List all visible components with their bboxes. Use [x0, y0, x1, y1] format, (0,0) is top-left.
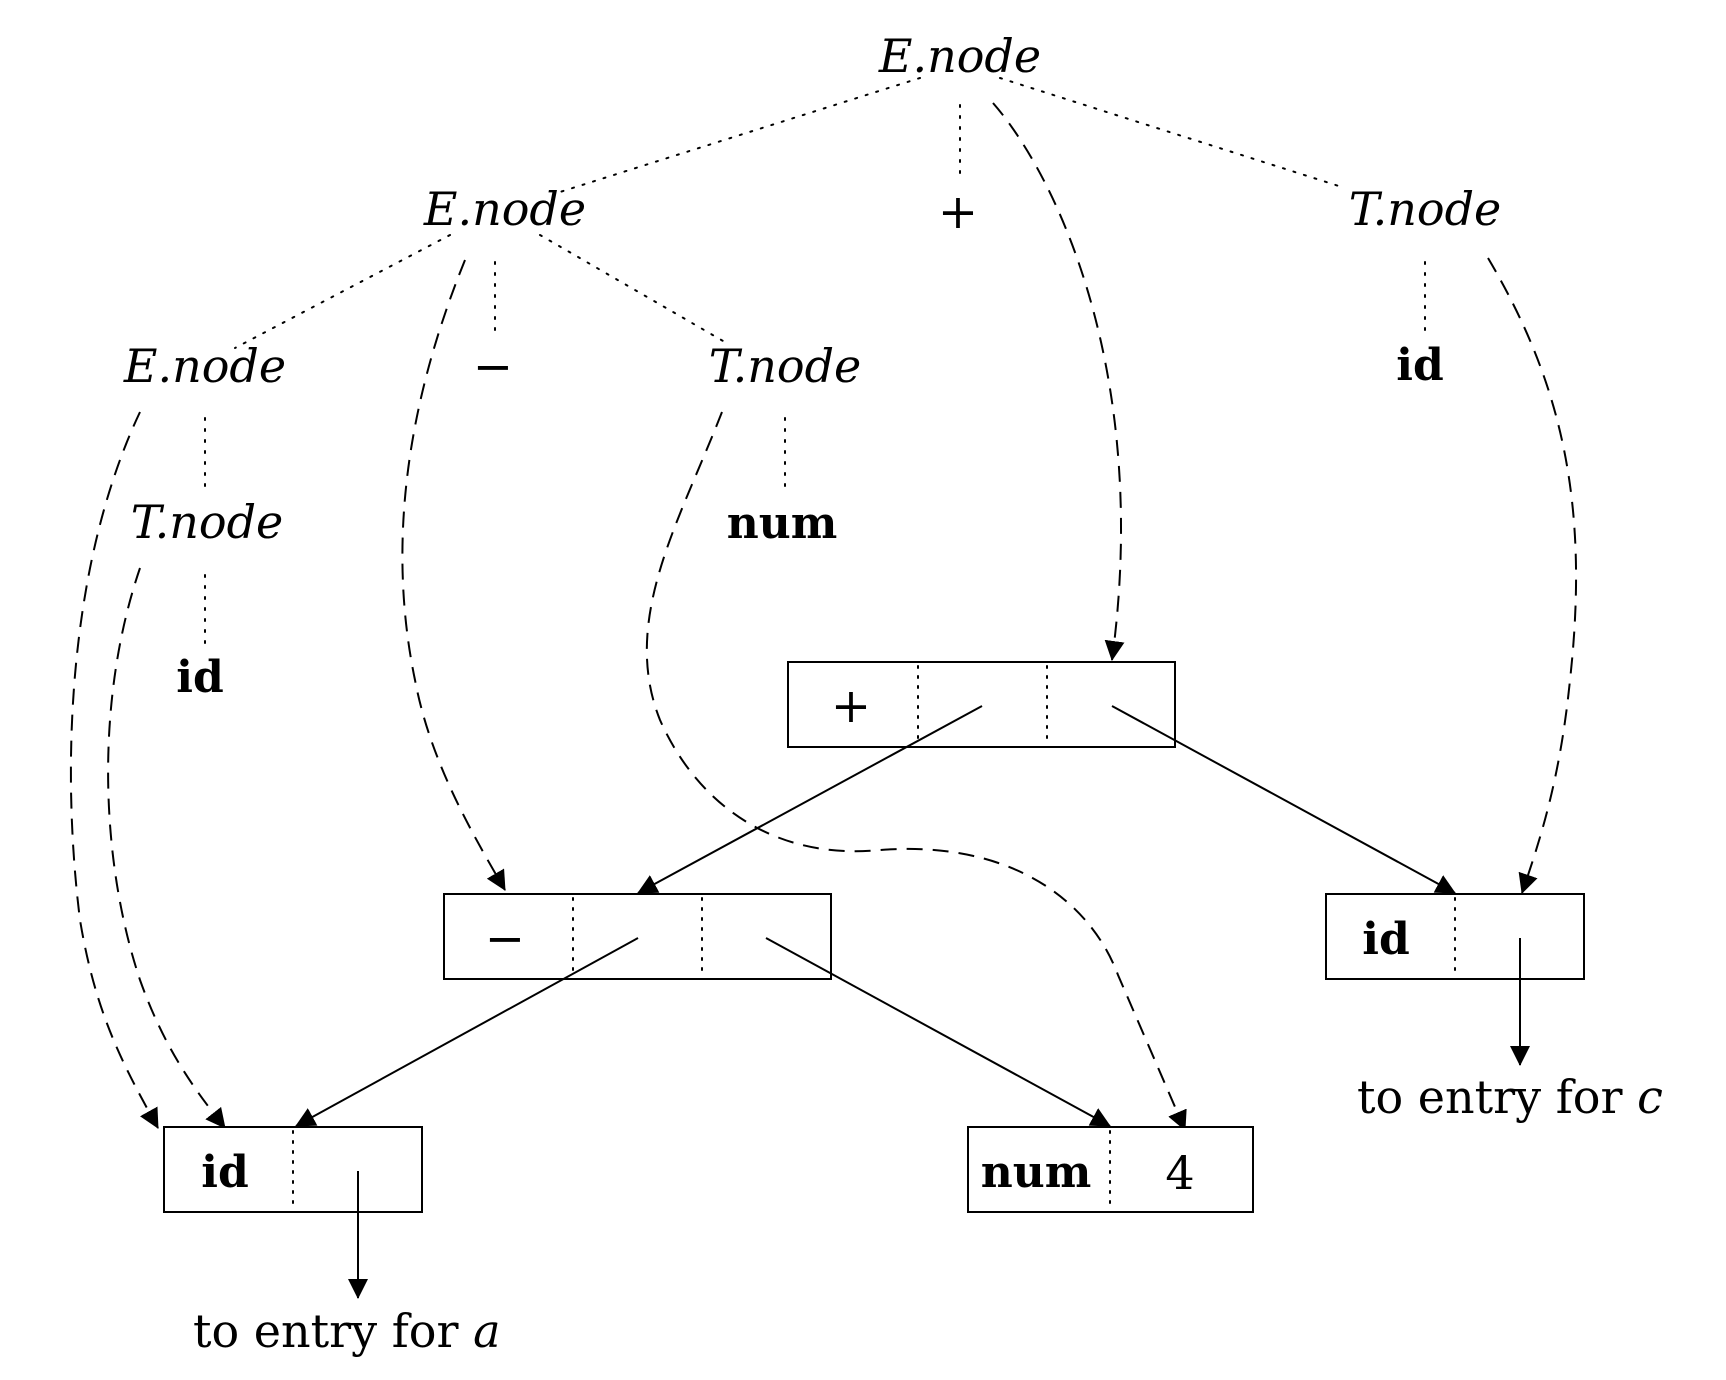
entry-c-note: to entry for c	[1357, 1070, 1663, 1124]
arrow-minus-to-num	[765, 937, 1111, 1127]
num-node: num 4	[967, 1126, 1254, 1213]
edge-e-to-e	[234, 234, 451, 349]
arrow-plus-to-id-c	[1111, 705, 1456, 894]
l1-t-node: T.node	[1349, 182, 1502, 236]
edge-root-to-t	[999, 77, 1346, 189]
dash-e-to-minus-node	[401, 259, 506, 891]
l2-id: id	[1396, 340, 1443, 391]
dash-t-to-id-a	[107, 567, 226, 1129]
parse-tree-labels: E.node E.node + T.node E.node − T.node i…	[123, 29, 1501, 703]
l2-minus: −	[473, 339, 513, 395]
plus-node: +	[787, 661, 1176, 748]
entry-a-text: to entry for	[193, 1304, 458, 1358]
entry-c-var: c	[1637, 1070, 1663, 1124]
plus-node-op: +	[831, 678, 871, 734]
minus-node: −	[443, 893, 832, 980]
l4-id: id	[176, 652, 223, 703]
dash-t-to-num-node	[645, 411, 1187, 1131]
entry-c-text: to entry for	[1357, 1070, 1622, 1124]
solid-pointers	[295, 705, 1530, 1299]
l3-t-node: T.node	[131, 495, 284, 549]
id-a-node: id	[163, 1126, 423, 1213]
num-node-tag: num	[981, 1147, 1092, 1198]
minus-node-op: −	[485, 911, 525, 967]
dashed-pointers	[69, 102, 1577, 1131]
l2-t-node: T.node	[709, 339, 862, 393]
l3-num: num	[727, 498, 838, 549]
dash-t-to-id-c	[1487, 257, 1577, 894]
plus-node-box	[787, 661, 1176, 748]
root-e-node: E.node	[878, 29, 1041, 83]
dash-root-to-plus-node	[992, 102, 1125, 661]
num-node-value: 4	[1165, 1146, 1194, 1200]
arrow-minus-to-id-a	[295, 937, 639, 1127]
id-a-tag: id	[201, 1147, 248, 1198]
parse-tree-edges	[204, 77, 1426, 649]
id-c-tag: id	[1362, 914, 1409, 965]
dash-e-to-id-a	[69, 411, 159, 1129]
edge-e-to-t	[539, 234, 731, 346]
id-c-node: id	[1325, 893, 1585, 980]
arrow-plus-to-minus	[637, 705, 983, 894]
l1-plus: +	[938, 184, 978, 240]
l1-e-node: E.node	[423, 182, 586, 236]
entry-a-note: to entry for a	[193, 1304, 501, 1358]
entry-a-var: a	[473, 1304, 500, 1358]
edge-root-to-e	[559, 77, 921, 193]
minus-node-box	[443, 893, 832, 980]
l2-e-node: E.node	[123, 339, 286, 393]
